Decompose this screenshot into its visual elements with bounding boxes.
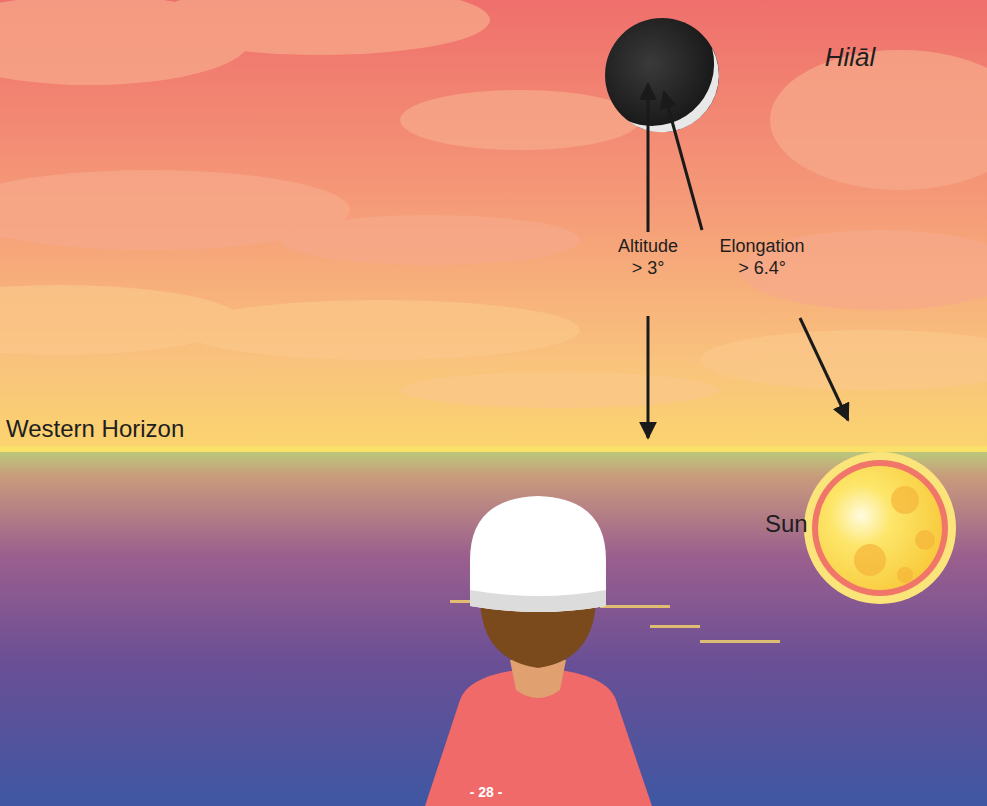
moon-label: Hilāl: [825, 42, 876, 73]
elongation-label: Elongation > 6.4°: [714, 236, 810, 279]
horizon-label: Western Horizon: [6, 415, 184, 444]
altitude-label: Altitude > 3°: [612, 236, 684, 279]
page-number: - 28 -: [470, 784, 503, 801]
sun-label: Sun: [765, 510, 808, 539]
